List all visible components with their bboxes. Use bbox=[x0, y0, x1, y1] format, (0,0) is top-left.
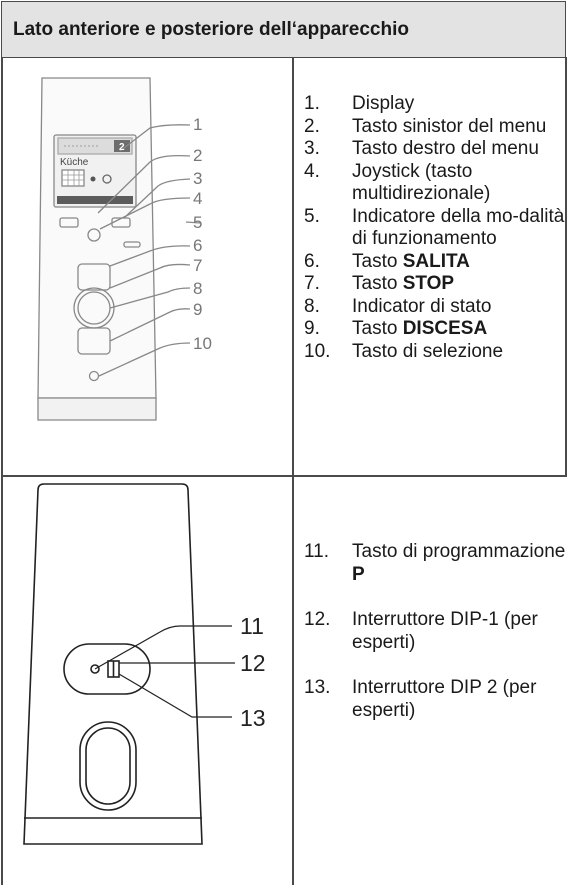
list-item: 12.Interruttore DIP-1 (per esperti) bbox=[304, 609, 538, 653]
list-item: 9.Tasto DISCESA bbox=[304, 318, 488, 339]
callout-1: 1 bbox=[193, 115, 202, 134]
list-item: 7.Tasto STOP bbox=[304, 273, 455, 294]
callout-11: 11 bbox=[240, 613, 264, 639]
callout-12: 12 bbox=[240, 650, 266, 676]
table-header: Lato anteriore e posteriore dell‘apparec… bbox=[1, 1, 566, 58]
table-title: Lato anteriore e posteriore dell‘apparec… bbox=[13, 19, 409, 40]
table-column-divider bbox=[292, 57, 294, 885]
back-legend-list: 11.Tasto di programmazione P 12.Interrut… bbox=[304, 541, 566, 745]
screen-room-label: Küche bbox=[60, 157, 89, 168]
list-item: 6.Tasto SALITA bbox=[304, 250, 470, 272]
list-item: 10.Tasto di selezione bbox=[304, 340, 504, 362]
list-item: 4.Joystick (tasto multidirezionale) bbox=[304, 160, 491, 205]
callout-5: 5 bbox=[193, 213, 202, 232]
callout-8: 8 bbox=[193, 279, 202, 298]
screen-channel-number: 2 bbox=[119, 142, 125, 153]
list-item: 5.Indicatore della mo-dalità di funziona… bbox=[304, 205, 565, 250]
callout-3: 3 bbox=[193, 169, 202, 188]
table-row-divider bbox=[1, 475, 567, 477]
callout-9: 9 bbox=[193, 300, 202, 319]
callout-2: 2 bbox=[193, 146, 202, 165]
back-device-illustration: 11 12 13 bbox=[23, 483, 266, 845]
list-item: 11.Tasto di programmazione P bbox=[304, 541, 566, 585]
table-border-right bbox=[565, 57, 567, 476]
callout-6: 6 bbox=[193, 236, 202, 255]
front-device-illustration: 1 2 3 4 5 6 7 8 9 10 Küche 2 bbox=[37, 77, 212, 421]
callout-13: 13 bbox=[240, 705, 266, 731]
callout-7: 7 bbox=[193, 256, 202, 275]
list-item: 13.Interruttore DIP 2 (per esperti) bbox=[304, 677, 537, 721]
callout-4: 4 bbox=[193, 189, 202, 208]
list-item: 2.Tasto sinistor del menu bbox=[304, 115, 547, 137]
list-item: 8.Indicator di stato bbox=[304, 295, 492, 317]
callout-10: 10 bbox=[193, 334, 212, 353]
front-legend-list: 1.Display 2.Tasto sinistor del menu 3.Ta… bbox=[304, 93, 566, 363]
list-item: 3.Tasto destro del menu bbox=[304, 138, 539, 159]
list-item: 1.Display bbox=[304, 93, 415, 114]
table-border-left bbox=[1, 57, 3, 885]
